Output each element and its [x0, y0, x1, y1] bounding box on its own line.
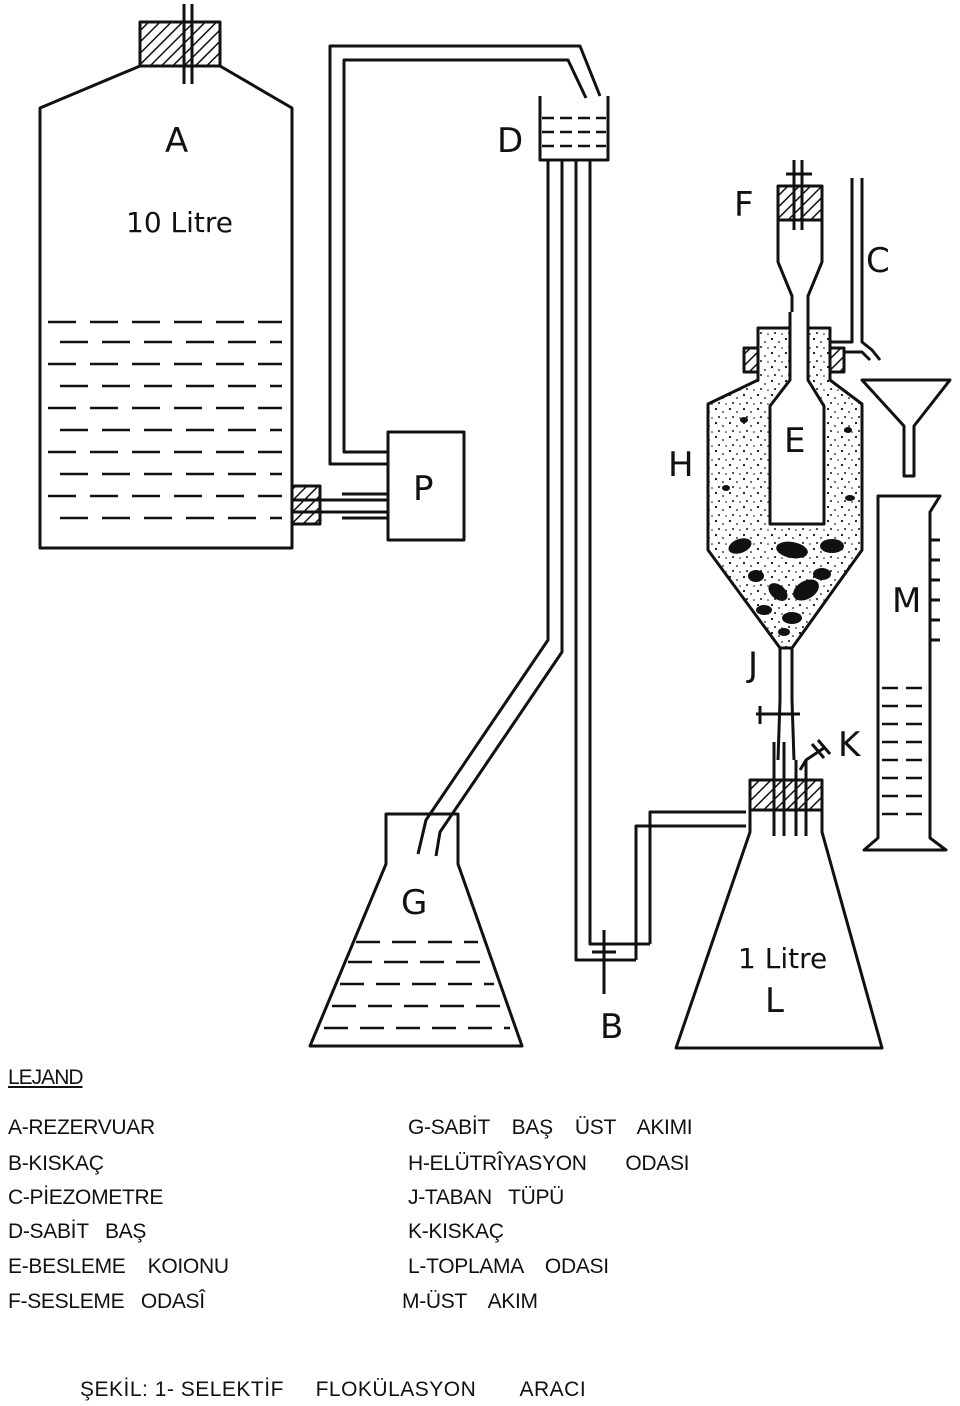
label-h: H — [668, 445, 694, 485]
label-l-volume: 1 Litre — [738, 942, 827, 975]
legend-item: K-KISKAÇ — [408, 1220, 504, 1243]
label-a-volume: 10 Litre — [126, 206, 233, 239]
base-tube-j — [756, 648, 800, 761]
funnel — [860, 378, 952, 478]
legend-item: E-BESLEME KOIONU — [8, 1255, 229, 1278]
label-p: P — [413, 469, 434, 509]
pump-to-constant-head-tube — [328, 44, 602, 466]
pump-p — [386, 430, 466, 542]
overflow-flask-g — [308, 812, 524, 1048]
reservoir-bottle-a — [38, 4, 294, 550]
label-g: G — [401, 883, 427, 923]
legend-item: H-ELÜTRÎYASYON ODASI — [408, 1152, 690, 1175]
overflow-flask-liquid — [324, 940, 510, 1030]
label-f: F — [734, 185, 754, 225]
legend-item: A-REZERVUAR — [8, 1116, 155, 1139]
feed-column-e — [768, 312, 826, 526]
label-b: B — [600, 1007, 623, 1047]
constant-head-d — [538, 96, 610, 162]
label-e: E — [784, 421, 805, 461]
legend-item: C-PİEZOMETRE — [8, 1186, 164, 1209]
legend-item: G-SABİT BAŞ ÜST AKIMI — [408, 1116, 693, 1139]
label-j: J — [746, 645, 758, 685]
cylinder-liquid — [882, 686, 926, 816]
reservoir-outlet-tube — [290, 484, 388, 526]
feed-chamber-f — [776, 160, 824, 320]
figure-caption: ŞEKİL: 1- SELEKTİF FLOKÜLASYON ARACI — [80, 1378, 587, 1401]
legend-item: B-KISKAÇ — [8, 1152, 104, 1175]
label-c: C — [866, 241, 890, 281]
graduated-cylinder-m — [862, 494, 948, 852]
legend-item: J-TABAN TÜPÜ — [408, 1186, 565, 1209]
clamp-b — [592, 810, 746, 994]
legend-item: M-ÜST AKIM — [402, 1290, 538, 1313]
label-d: D — [497, 121, 523, 161]
constant-head-overflow-tube — [416, 160, 564, 857]
legend-item: F-SESLEME ODASÎ — [8, 1290, 205, 1313]
flocs — [722, 417, 855, 636]
label-k: K — [838, 725, 862, 765]
legend-item: D-SABİT BAŞ — [8, 1220, 147, 1243]
label-l: L — [765, 981, 784, 1021]
reservoir-liquid — [48, 320, 282, 520]
selective-flocculation-apparatus-diagram: A 10 Litre D F C P E H M J K G 1 Litre L… — [38, 4, 952, 1050]
label-a: A — [165, 121, 188, 161]
legend-item: L-TOPLAMA ODASI — [408, 1255, 609, 1278]
feed-line-tube — [574, 160, 612, 962]
legend-title: LEJAND — [8, 1066, 84, 1089]
collection-flask-l — [674, 742, 884, 1050]
label-m: M — [892, 581, 921, 621]
